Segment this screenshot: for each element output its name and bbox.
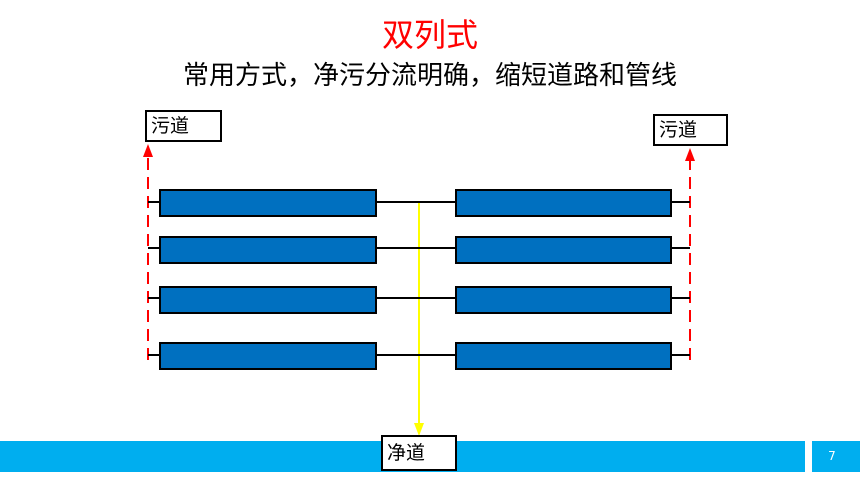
- slide-subtitle: 常用方式，净污分流明确，缩短道路和管线: [182, 61, 677, 91]
- dirty-road-right-arrowhead: [685, 148, 695, 161]
- dirty-road-left-arrowhead: [143, 144, 153, 157]
- dirty-road-right-label: 污道: [653, 114, 728, 146]
- page-number: 7: [828, 449, 836, 463]
- building-right-3: [455, 286, 672, 314]
- clean-road-label: 净道: [381, 435, 457, 471]
- slide-title: 双列式: [381, 16, 478, 54]
- page-number-box: 7: [812, 441, 860, 472]
- clean-road-arrowhead: [414, 423, 424, 436]
- building-left-1: [159, 189, 377, 217]
- building-left-2: [159, 236, 377, 264]
- building-right-4: [455, 342, 672, 370]
- building-right-2: [455, 236, 672, 264]
- building-left-4: [159, 342, 377, 370]
- building-left-3: [159, 286, 377, 314]
- dirty-road-left-label: 污道: [145, 110, 222, 142]
- building-right-1: [455, 189, 672, 217]
